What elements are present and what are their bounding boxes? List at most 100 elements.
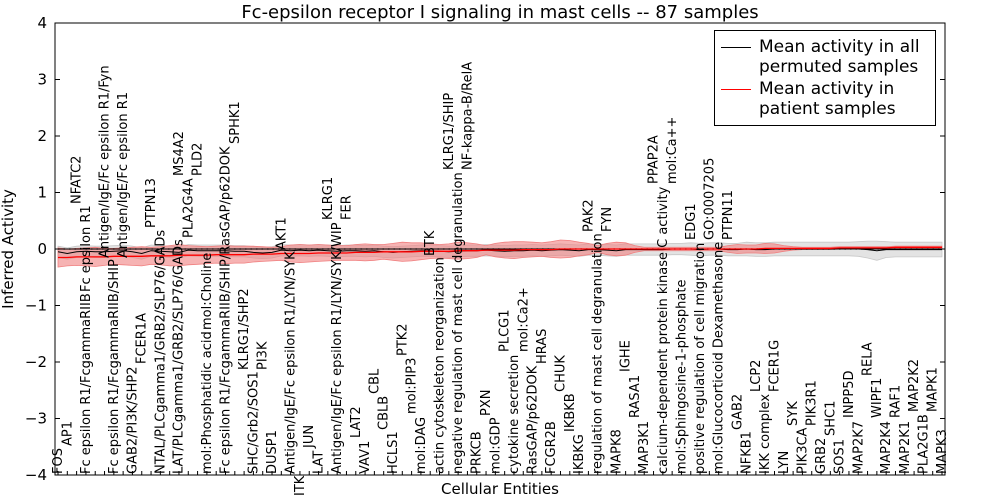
x-tick-label: ITK — [293, 475, 308, 496]
x-tick-label: mol:Choline — [200, 253, 215, 330]
x-tick-label: LAT2 — [349, 406, 364, 438]
x-tick-label: mol:Ca2+ — [516, 287, 531, 352]
x-axis-label: Cellular Entities — [441, 480, 559, 498]
x-tick-label: PXN — [479, 390, 494, 416]
x-tick-label: PTPN13 — [144, 178, 159, 228]
x-tick-label: MAP2K7 — [851, 421, 866, 474]
legend-entry-permuted: Mean activity in all permuted samples — [721, 37, 929, 77]
y-tick-label: 4 — [37, 14, 47, 32]
x-tick-label: IKK complex — [758, 394, 773, 474]
x-tick-label: SPHK1 — [228, 101, 243, 144]
x-tick-label: mol:Ca++ — [665, 117, 680, 184]
y-tick-label: 3 — [37, 71, 47, 89]
legend-swatch-permuted — [721, 47, 751, 48]
x-tick-label: RasGAP/p62DOK — [526, 365, 541, 474]
x-tick-label: KLRG1/SHP2 — [237, 288, 252, 370]
y-tick-label: 1 — [37, 184, 47, 202]
x-tick-label: PIK3R1 — [805, 380, 820, 426]
chart-title: Fc-epsilon receptor I signaling in mast … — [241, 2, 758, 23]
x-tick-label: FCER1G — [768, 340, 783, 392]
legend-swatch-patient — [721, 89, 751, 90]
x-tick-label: MAPK1 — [926, 367, 941, 412]
x-tick-label: MAP2K4 — [879, 421, 894, 474]
x-tick-label: FOS — [51, 448, 66, 474]
y-tick-label: −1 — [25, 297, 47, 315]
x-tick-label: mol:Sphingosine-1-phosphate — [675, 280, 690, 474]
x-tick-label: DUSP1 — [265, 430, 280, 474]
x-tick-label: FCER1A — [135, 313, 150, 364]
x-tick-label: KLRG1/SHIP — [442, 93, 457, 170]
x-tick-label: CHUK — [554, 355, 569, 392]
x-tick-label: PRKCB — [470, 431, 485, 474]
y-axis-label: Inferred Activity — [0, 189, 17, 309]
x-tick-label: GAB2 — [730, 394, 745, 430]
x-tick-label: mol:DAG — [414, 417, 429, 474]
x-tick-label: IKBKG — [572, 434, 587, 474]
x-tick-label: SYK — [786, 401, 801, 426]
confidence-bands — [57, 239, 943, 268]
x-tick-label: Fc epsilon R1 — [79, 205, 94, 292]
x-tick-label: calcium-dependent protein kinase C activ… — [656, 186, 671, 474]
x-tick-label: cytokine secretion — [507, 355, 522, 474]
x-tick-label: Fc epsilon R1/FcgammaRIIB/SHIP — [107, 259, 122, 474]
x-tick-label: Fc epsilon R1/FcgammaRIIB — [79, 293, 94, 474]
x-tick-label: INPP5D — [842, 370, 857, 418]
x-tick-label: BTK — [423, 230, 438, 256]
x-tick-label: negative regulation of mast cell degranu… — [451, 172, 466, 474]
x-tick-label: PTPN11 — [721, 190, 736, 240]
x-tick-label: HRAS — [535, 329, 550, 364]
x-tick-label: MAPK3 — [935, 429, 950, 474]
x-tick-label: PLA2G1B — [916, 414, 931, 474]
x-tick-label: HCLS1 — [386, 431, 401, 474]
x-tick-label: IKBKB — [563, 393, 578, 432]
x-tick-label: FER — [340, 195, 355, 220]
x-tick-label: LYN — [777, 451, 792, 474]
x-tick-label: Fc epsilon R1/FcgammaRIIB/SHIP/RasGAP/p6… — [219, 146, 234, 474]
x-tick-label: SOS1 — [833, 439, 848, 474]
x-tick-label: mol:PIP3 — [405, 358, 420, 414]
x-tick-label: mol:Glucocorticoid Dexamethasone — [712, 242, 727, 474]
x-tick-label: GAB2/PI3K/SHP2 — [125, 366, 140, 474]
y-tick-label: 0 — [37, 240, 47, 258]
x-tick-label: CBLB — [377, 396, 392, 430]
x-tick-label: actin cytoskeleton reorganization — [433, 257, 448, 474]
x-tick-label: NF-kappa-B/RelA — [460, 62, 475, 170]
x-tick-label: AP1 — [60, 421, 75, 446]
band-patient — [57, 239, 943, 268]
x-tick-label: KLRG1 — [321, 177, 336, 220]
legend-label-patient: Mean activity in patient samples — [759, 79, 896, 119]
x-tick-label: LCP2 — [749, 360, 764, 392]
x-tick-label: LAT — [312, 451, 327, 474]
x-tick-label: PTK2 — [395, 323, 410, 356]
x-tick-label: MAP2K1 — [898, 421, 913, 474]
x-tick-label: LAT/PLCgamma1/GRB2/SLP76/GADs — [172, 239, 187, 474]
x-tick-label: positive regulation of cell migration — [693, 243, 708, 474]
x-tick-label: Antigen/IgE/Fc epsilon R1/Fyn — [98, 65, 113, 258]
legend-label-permuted: Mean activity in all permuted samples — [759, 37, 920, 77]
x-tick-label: GRB2 — [814, 438, 829, 474]
x-tick-label: PPAP2A — [647, 135, 662, 184]
legend: Mean activity in all permuted samples Me… — [714, 30, 936, 126]
series-lines — [55, 246, 945, 259]
x-tick-label: SHC/Grb2/SOS1 — [246, 371, 261, 474]
x-tick-label: VAV1 — [358, 441, 373, 474]
x-tick-label: PIK3CA — [795, 427, 810, 474]
x-tick-label: GO:0007205 — [702, 158, 717, 240]
x-tick-label: Antigen/IgE/Fc epsilon R1 — [116, 92, 131, 258]
y-tick-label: −4 — [25, 466, 47, 484]
x-tick-label: PAK2 — [581, 199, 596, 232]
x-tick-label: FYN — [600, 207, 615, 232]
x-tick-label: EDG1 — [684, 203, 699, 240]
x-tick-label: CBL — [367, 368, 382, 394]
plot-frame — [54, 22, 946, 476]
y-tick-label: 2 — [37, 127, 47, 145]
x-tick-label: MAPK8 — [609, 429, 624, 474]
x-tick-label: regulation of mast cell degranulation — [591, 233, 606, 474]
x-tick-label: RELA — [861, 342, 876, 376]
x-tick-label: Antigen/IgE/Fc epsilon R1/LYN/SYK/WIP — [330, 222, 345, 474]
x-tick-label: NTAL/PLCgamma1/GRB2/SLP76/GADs — [153, 230, 168, 474]
x-tick-label: MS4A2 — [172, 131, 187, 176]
x-tick-label: PLD2 — [191, 143, 206, 176]
